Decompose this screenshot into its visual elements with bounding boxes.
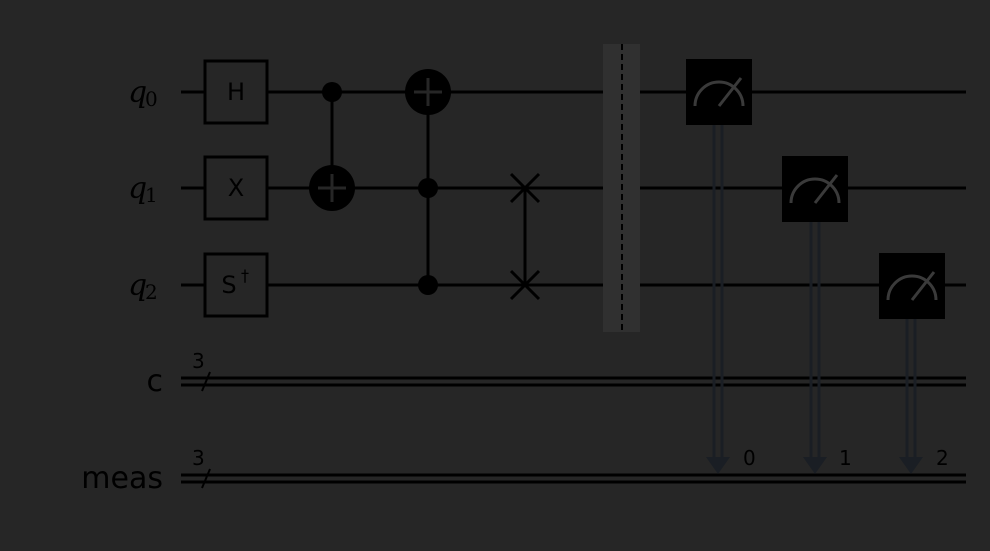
bundle-slashes	[201, 371, 211, 489]
measure-cbit-0: 0	[743, 446, 756, 470]
ccx-gate	[405, 69, 451, 295]
creg-label-meas: meas	[81, 461, 163, 496]
qubit-wires	[181, 90, 966, 287]
swap-gate	[509, 172, 541, 301]
measure-cbit-2: 2	[936, 446, 949, 470]
control-dot	[418, 275, 438, 295]
bundle-slash-c	[201, 371, 211, 392]
measure-q0: 0	[686, 59, 756, 474]
qubit-label-q2: q 2	[128, 268, 158, 304]
meter-icon	[693, 80, 745, 107]
barrier	[603, 44, 640, 332]
bundle-slash-meas	[201, 468, 211, 489]
qubit-label-q0: q 0	[128, 75, 158, 111]
gate-sdg-dagger: †	[241, 266, 249, 285]
gate-h: H	[203, 59, 269, 125]
gate-h-label: H	[227, 78, 245, 106]
control-dot	[418, 178, 438, 198]
gate-x-label: X	[228, 174, 244, 202]
cx-gate	[309, 82, 355, 211]
qubit-label-q1-index: 1	[145, 183, 158, 207]
qubit-label-q2-index: 2	[145, 280, 158, 304]
control-dot	[322, 82, 342, 102]
qubit-label-q1: q 1	[128, 171, 158, 207]
qubit-label-q1-name: q	[128, 171, 147, 206]
meter-icon	[789, 177, 841, 204]
measure-q1: 1	[782, 156, 852, 474]
classical-wires	[181, 376, 966, 484]
measure-q2: 2	[879, 253, 949, 474]
creg-label-c: c	[147, 364, 164, 399]
bundle-size-meas: 3	[192, 446, 205, 470]
bundle-size-c: 3	[192, 349, 205, 373]
gate-x: X	[203, 155, 269, 221]
gate-sdg: S †	[203, 252, 269, 318]
qubit-label-q0-index: 0	[145, 87, 158, 111]
measure-cbit-1: 1	[839, 446, 852, 470]
qubit-label-q0-name: q	[128, 75, 147, 110]
meter-icon	[886, 274, 938, 301]
qubit-label-q2-name: q	[128, 268, 147, 303]
gate-sdg-label: S	[221, 271, 236, 299]
